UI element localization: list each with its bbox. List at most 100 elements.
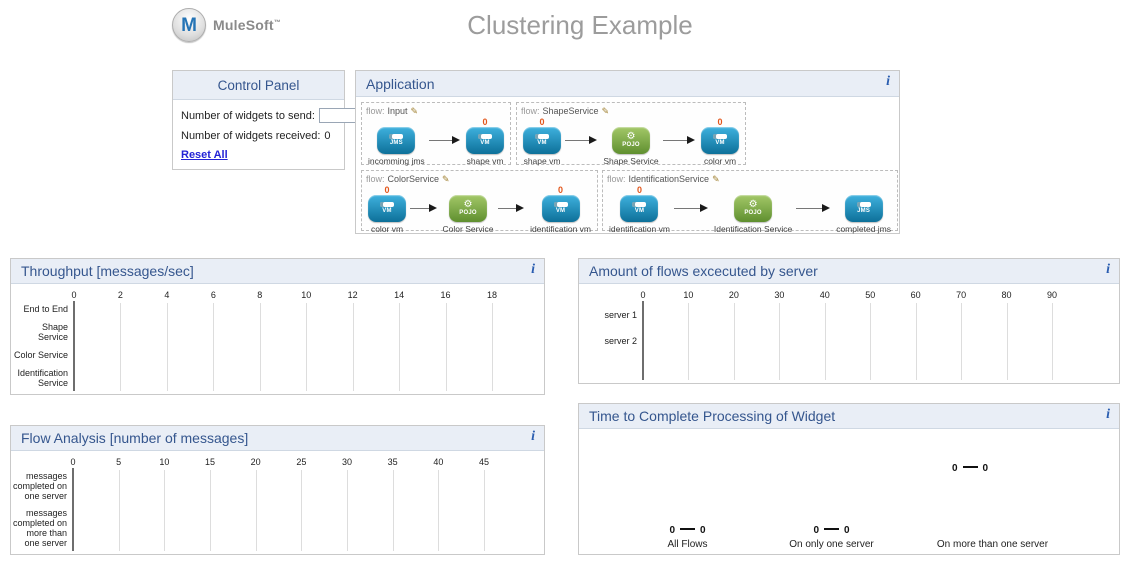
icon-type-label: POJO <box>744 210 762 216</box>
x-tick-label: 10 <box>159 457 170 467</box>
gear-icon: ⚙ <box>626 131 636 142</box>
x-tick-label: 6 <box>210 290 216 300</box>
flow-node-label: completed jms <box>836 224 892 234</box>
y-axis-line <box>72 468 74 551</box>
widgets-to-send-input[interactable] <box>318 108 359 123</box>
gridline <box>870 303 872 380</box>
x-tick-label: 14 <box>394 290 405 300</box>
icon-type-label: VM <box>634 208 645 214</box>
vm-icon: VM <box>368 195 406 222</box>
pojo-icon: ⚙POJO <box>734 195 773 222</box>
x-tick-label: 60 <box>910 290 921 300</box>
icon-type-label: VM <box>537 140 547 146</box>
gridline <box>399 303 401 391</box>
time-to-complete-panel-header: Time to Complete Processing of Widget i <box>579 404 1119 429</box>
x-tick-label: 0 <box>70 457 76 467</box>
vm-icon: VM <box>701 127 740 154</box>
info-icon[interactable]: i <box>531 429 535 444</box>
message-counter: 0 <box>558 185 564 195</box>
message-counter: 0 <box>384 185 390 195</box>
x-tick-label: 20 <box>728 290 739 300</box>
vm-icon: VM <box>466 127 504 154</box>
icon-type-label: POJO <box>459 210 477 216</box>
edit-flow-icon: ✎ <box>601 105 610 116</box>
gridline <box>688 303 690 380</box>
endpoint-icon <box>856 202 871 207</box>
gridline <box>166 303 168 391</box>
gridline <box>164 470 166 551</box>
message-counter: 0 <box>482 117 488 127</box>
gridline <box>306 303 308 391</box>
x-tick-label: 25 <box>296 457 307 467</box>
gridline <box>961 303 963 380</box>
gridline <box>209 470 211 551</box>
info-icon[interactable]: i <box>531 262 535 277</box>
gridline <box>301 470 303 551</box>
vm-icon: VM <box>620 195 659 222</box>
flow-node-incomming-jms: JMS incomming jms <box>368 117 425 166</box>
stat-label-all-flows: All Flows <box>667 539 708 550</box>
category-label: server 1 <box>604 310 637 320</box>
flow-node-label: color vm <box>370 224 404 234</box>
mulesoft-logo-text: MuleSoft™ <box>213 17 281 33</box>
mulesoft-m-glyph: M <box>181 14 197 36</box>
icon-type-label: VM <box>715 140 725 146</box>
flow-prefix-label: flow: <box>366 174 385 184</box>
gridline <box>484 470 485 551</box>
flow-name-label: Input <box>387 106 408 116</box>
flow-analysis-panel: Flow Analysis [number of messages] i mes… <box>10 425 545 555</box>
edit-flow-icon: ✎ <box>410 105 419 116</box>
x-tick-label: 10 <box>683 290 694 300</box>
flow-node-label: Identification Service <box>713 224 793 234</box>
flow-prefix-label: flow: <box>607 174 626 184</box>
icon-type-label: JMS <box>389 140 403 146</box>
info-icon[interactable]: i <box>1106 407 1110 422</box>
gridline <box>392 470 394 551</box>
flows-by-server-panel: Amount of flows excecuted by server i se… <box>578 258 1120 384</box>
x-tick-label: 90 <box>1046 290 1058 300</box>
flow-node-label: shape vm <box>523 156 561 166</box>
x-tick-label: 0 <box>71 290 77 300</box>
gridline <box>733 303 735 380</box>
vm-icon: VM <box>523 127 561 154</box>
category-label: Color Service <box>13 350 68 360</box>
edit-flow-icon: ✎ <box>442 173 450 184</box>
widgets-received-label: Number of widgets received: <box>181 130 321 142</box>
gridline <box>1006 303 1008 380</box>
x-tick-label: 30 <box>774 290 785 300</box>
x-tick-label: 40 <box>433 457 444 467</box>
message-counter: 0 <box>717 117 723 127</box>
reset-all-link[interactable]: Reset All <box>181 149 228 161</box>
endpoint-icon <box>380 202 394 207</box>
throughput-panel-title: Throughput [messages/sec] <box>21 263 194 279</box>
application-panel-header: Application i <box>356 71 899 97</box>
x-tick-label: 70 <box>956 290 967 300</box>
category-label: End to End <box>23 304 68 314</box>
x-tick-label: 18 <box>486 290 498 300</box>
flow-node-label: incomming jms <box>368 156 425 166</box>
flow-node-label: Shape Service <box>603 156 659 166</box>
y-axis-line <box>73 301 75 391</box>
info-icon[interactable]: i <box>886 74 890 89</box>
x-tick-label: 80 <box>1001 290 1012 300</box>
endpoint-icon <box>535 134 549 139</box>
pojo-icon: ⚙POJO <box>449 195 488 222</box>
flow-arrow-icon <box>410 204 437 212</box>
message-counter: 0 <box>539 117 545 127</box>
x-tick-label: 50 <box>865 290 876 300</box>
gear-icon: ⚙ <box>748 199 758 210</box>
info-icon[interactable]: i <box>1106 262 1110 277</box>
